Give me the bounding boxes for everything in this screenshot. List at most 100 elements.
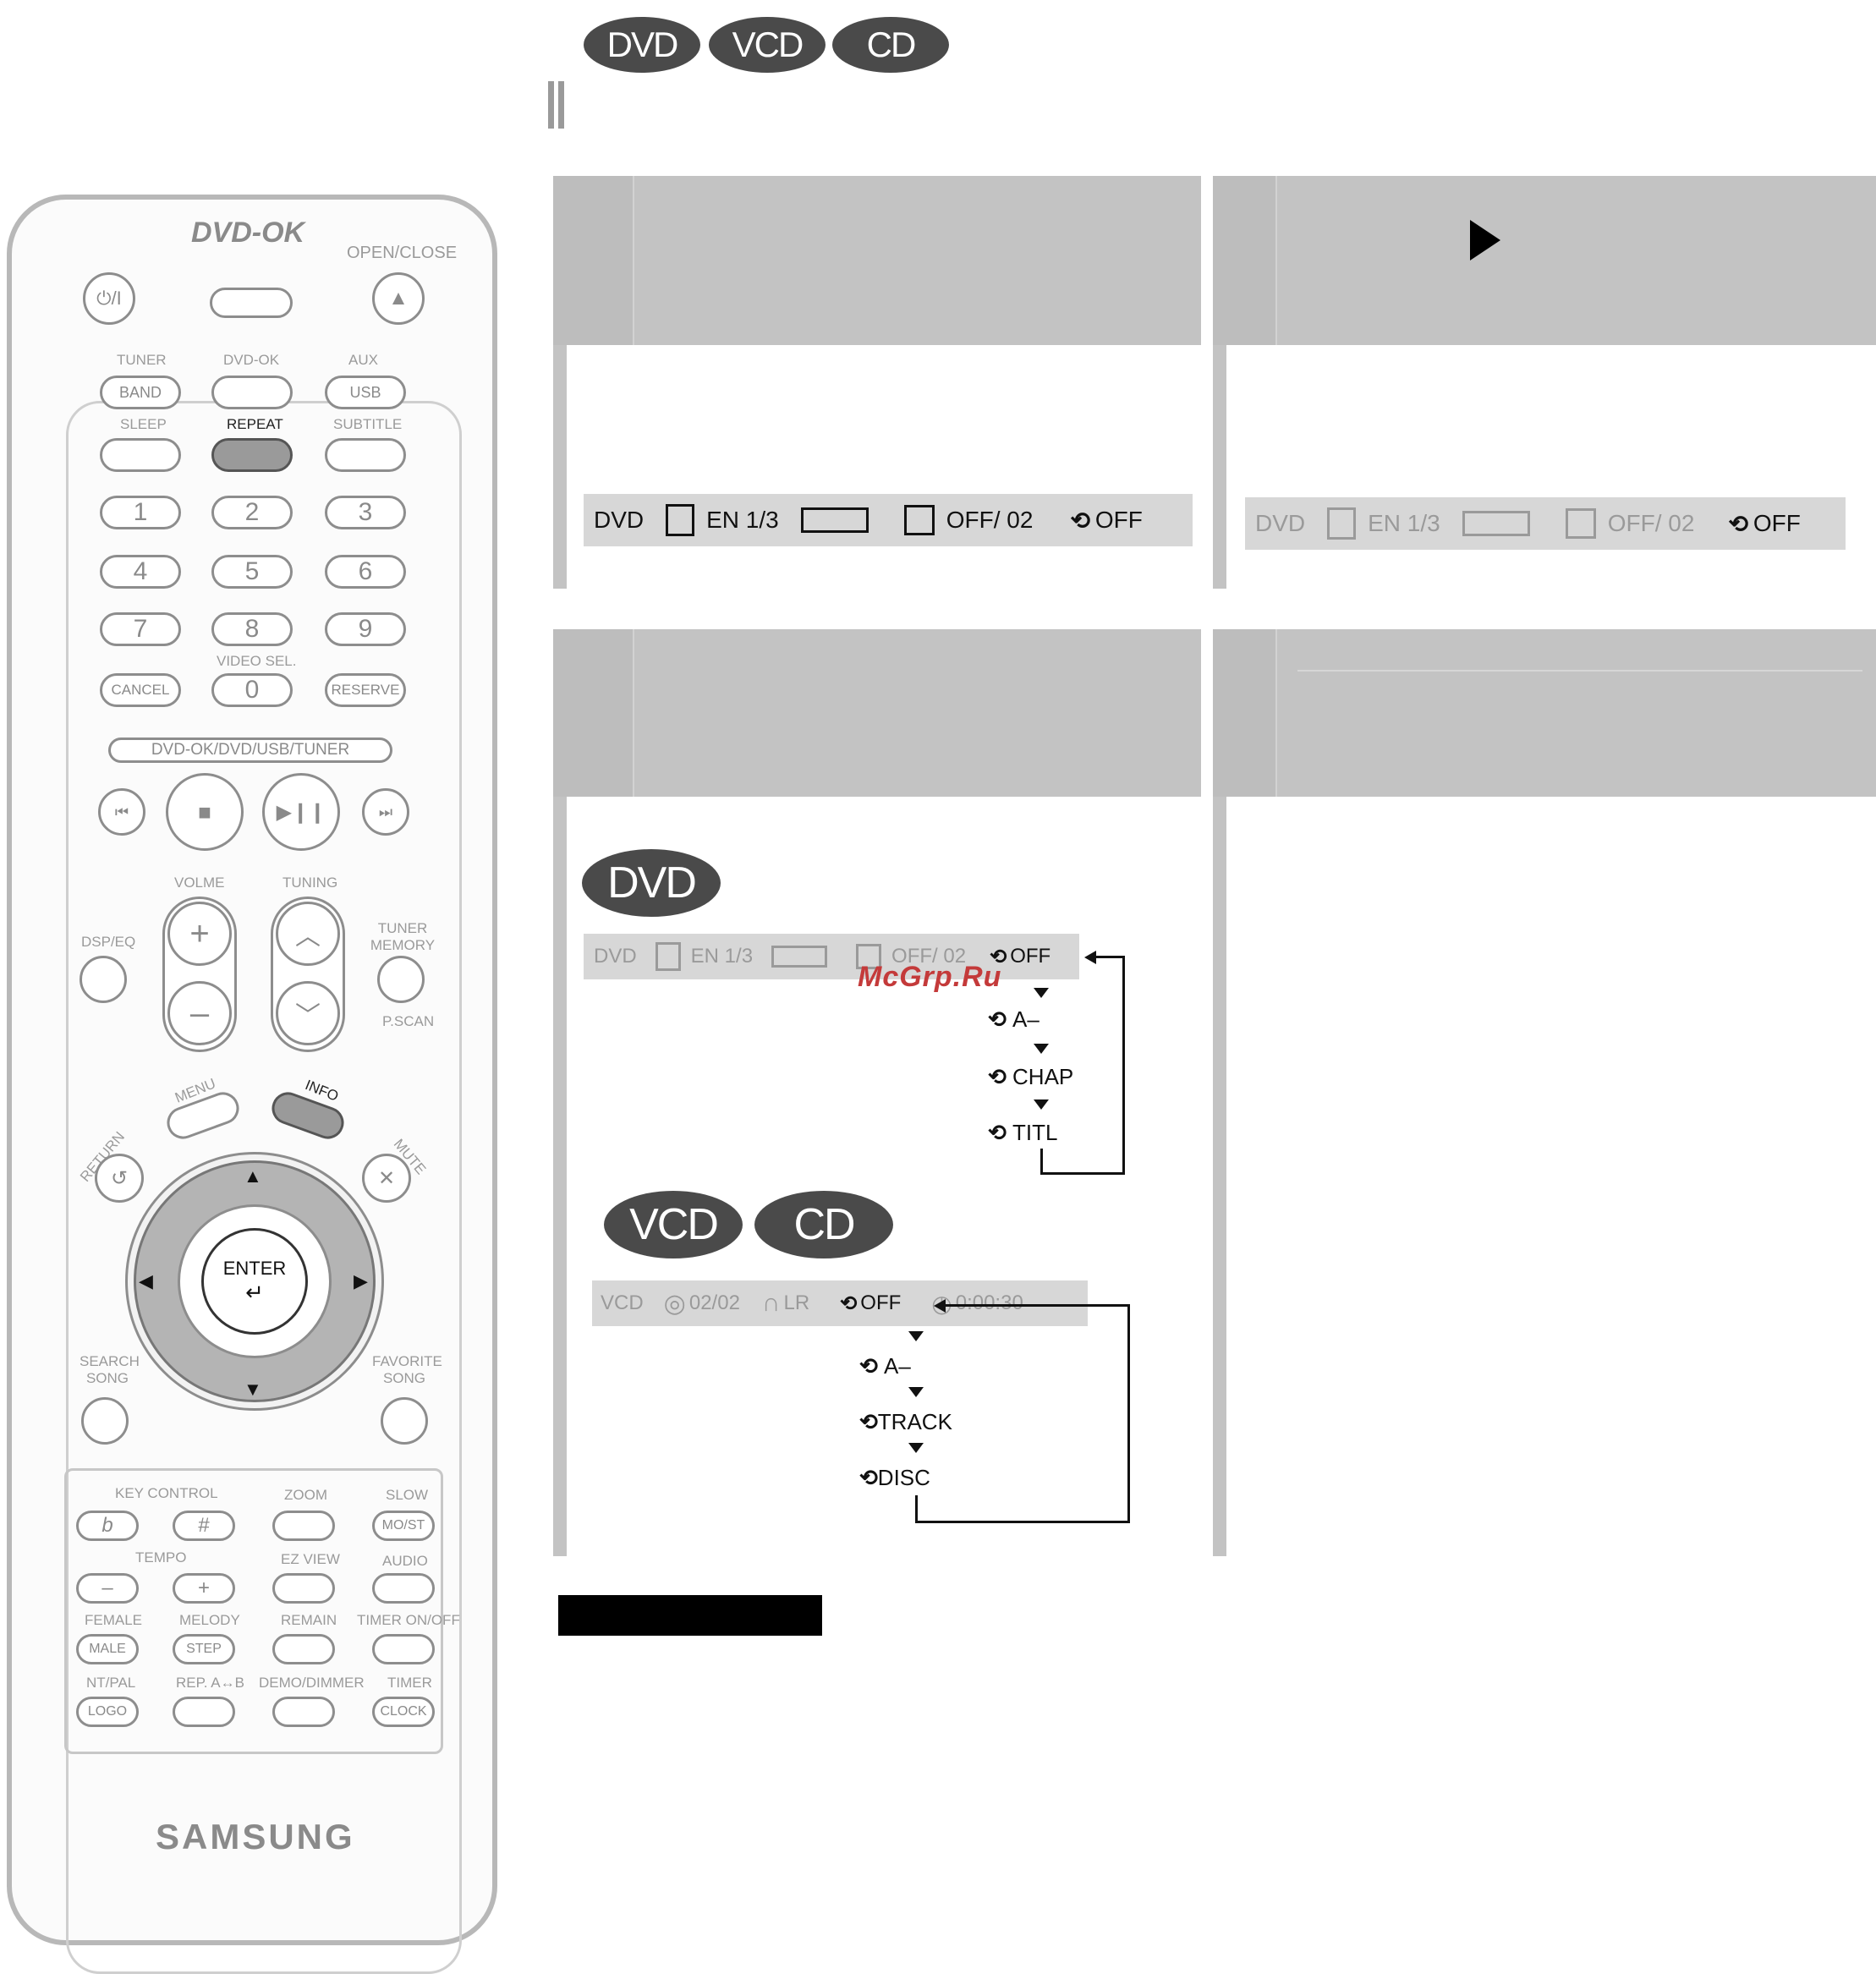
dvd-ok-label: DVD-OK [223, 352, 280, 368]
key-control-label: KEY CONTROL [115, 1485, 218, 1501]
chevron-up-icon: ︿ [295, 923, 321, 951]
tempo-down-button[interactable]: – [76, 1573, 139, 1604]
mo-st-button[interactable]: MO/ST [372, 1511, 435, 1541]
repeat-option: ⟲ TITL [988, 1120, 1057, 1146]
tuner-label: TUNER [117, 352, 167, 368]
tuning-down-button[interactable]: ﹀ [276, 981, 340, 1045]
subtitle-icon [856, 944, 882, 969]
subtitle-icon [903, 505, 935, 535]
repeat-button[interactable] [211, 438, 293, 472]
melody-label: MELODY [179, 1612, 240, 1628]
male-button[interactable]: MALE [76, 1634, 139, 1664]
enter-button[interactable]: ENTER ↵ [201, 1228, 308, 1335]
usb-button[interactable]: USB [325, 376, 406, 409]
logo-button[interactable]: LOGO [76, 1697, 139, 1727]
play-pause-button[interactable]: ▶❙❙ [262, 773, 340, 851]
dsp-eq-button[interactable] [80, 956, 127, 1003]
digit-8-button[interactable]: 8 [211, 612, 293, 646]
osd-mode: DVD [594, 945, 637, 968]
digit-9-button[interactable]: 9 [325, 612, 406, 646]
step-header [1213, 176, 1876, 345]
cancel-button[interactable]: CANCEL [100, 673, 181, 707]
tempo-up-button[interactable]: + [173, 1573, 235, 1604]
osd-mode: DVD [1255, 510, 1306, 536]
osd-subtitle: OFF/ 02 [1607, 510, 1695, 536]
up-arrow-icon: ▲ [244, 1165, 262, 1187]
header-separator [633, 629, 634, 797]
repeat-option: ⟲ CHAP [988, 1064, 1073, 1090]
volume-down-button[interactable]: – [167, 981, 232, 1045]
return-button[interactable]: ↺ [95, 1154, 144, 1203]
play-icon [1470, 220, 1500, 260]
digit-6-button[interactable]: 6 [325, 555, 406, 589]
flat-button[interactable]: b [76, 1511, 139, 1541]
audio-icon [666, 504, 695, 536]
dvd-ok-button[interactable] [211, 376, 293, 409]
repeat-label: REPEAT [227, 416, 283, 432]
sleep-button[interactable] [100, 438, 181, 472]
open-close-button[interactable]: ▲ [372, 272, 425, 325]
remain-button[interactable] [272, 1634, 335, 1664]
repeat-icon: ⟲ [859, 1353, 885, 1379]
next-icon: ⏭ [378, 803, 393, 820]
mute-button[interactable]: ✕ [362, 1154, 411, 1203]
demo-dimmer-button[interactable] [272, 1697, 335, 1727]
step-header [553, 176, 1201, 345]
header-separator [1275, 629, 1277, 797]
power-button[interactable]: ⏻/I [83, 272, 135, 325]
rep-ab-button[interactable] [173, 1697, 235, 1727]
timer-onoff-button[interactable] [372, 1634, 435, 1664]
tuning-up-button[interactable]: ︿ [276, 902, 340, 966]
watermark: McGrp.Ru [858, 961, 1002, 993]
repeat-option-label: TITL [1012, 1120, 1058, 1145]
zoom-button[interactable] [272, 1511, 335, 1541]
mute-icon: ✕ [377, 1166, 396, 1190]
next-button[interactable]: ⏭ [362, 788, 409, 836]
sharp-button[interactable]: # [173, 1511, 235, 1541]
previous-button[interactable]: ⏮ [98, 788, 145, 836]
lower-button-panel [64, 1468, 443, 1754]
band-button[interactable]: BAND [100, 376, 181, 409]
repeat-option: ⟲ A– [859, 1353, 911, 1379]
digit-7-button[interactable]: 7 [100, 612, 181, 646]
search-song-button[interactable] [81, 1397, 129, 1445]
volume-label: VOLME [174, 875, 225, 891]
nav-left-button[interactable]: ◀ [139, 1270, 153, 1292]
subtitle-button[interactable] [325, 438, 406, 472]
center-oval-button[interactable] [210, 288, 293, 318]
right-arrow-icon: ▶ [354, 1270, 368, 1291]
tuner-memory-button[interactable] [377, 956, 425, 1003]
eject-icon: ▲ [388, 287, 409, 310]
volume-up-button[interactable]: + [167, 902, 232, 966]
digit-3-button[interactable]: 3 [325, 496, 406, 529]
return-icon: ↺ [110, 1166, 129, 1190]
audio-icon [655, 942, 681, 971]
osd-channel: LR [783, 1291, 810, 1314]
nav-up-button[interactable]: ▲ [244, 1165, 262, 1187]
clock-button[interactable]: CLOCK [372, 1697, 435, 1727]
step-button[interactable]: STEP [173, 1634, 235, 1664]
dvd-badge: DVD [582, 849, 721, 917]
repeat-option-label: CHAP [1012, 1064, 1074, 1089]
remote-logo: DVD-OK [191, 217, 305, 249]
step-panel-1: DVD EN 1/3 OFF/ 02 ⟲ OFF [553, 176, 1201, 589]
vcd-badge: VCD [604, 1191, 743, 1258]
tuner-memory-label: TUNER MEMORY [370, 920, 436, 953]
favorite-song-button[interactable] [381, 1397, 428, 1445]
nav-right-button[interactable]: ▶ [354, 1270, 368, 1292]
dolby-digital-icon [800, 507, 869, 533]
audio-button[interactable] [372, 1573, 435, 1604]
ez-view-button[interactable] [272, 1573, 335, 1604]
repeat-option: ⟲TRACK [859, 1409, 952, 1435]
osd-bar-dvd: DVD EN 1/3 OFF/ 02 ⟲ OFF [584, 934, 1079, 979]
nav-down-button[interactable]: ▼ [244, 1379, 262, 1401]
digit-5-button[interactable]: 5 [211, 555, 293, 589]
digit-0-button[interactable]: 0 [211, 673, 293, 707]
stop-button[interactable]: ■ [166, 773, 244, 851]
digit-2-button[interactable]: 2 [211, 496, 293, 529]
digit-4-button[interactable]: 4 [100, 555, 181, 589]
audio-icon [1327, 507, 1357, 540]
digit-1-button[interactable]: 1 [100, 496, 181, 529]
down-arrow-icon [908, 1387, 924, 1397]
reserve-button[interactable]: RESERVE [325, 673, 406, 707]
